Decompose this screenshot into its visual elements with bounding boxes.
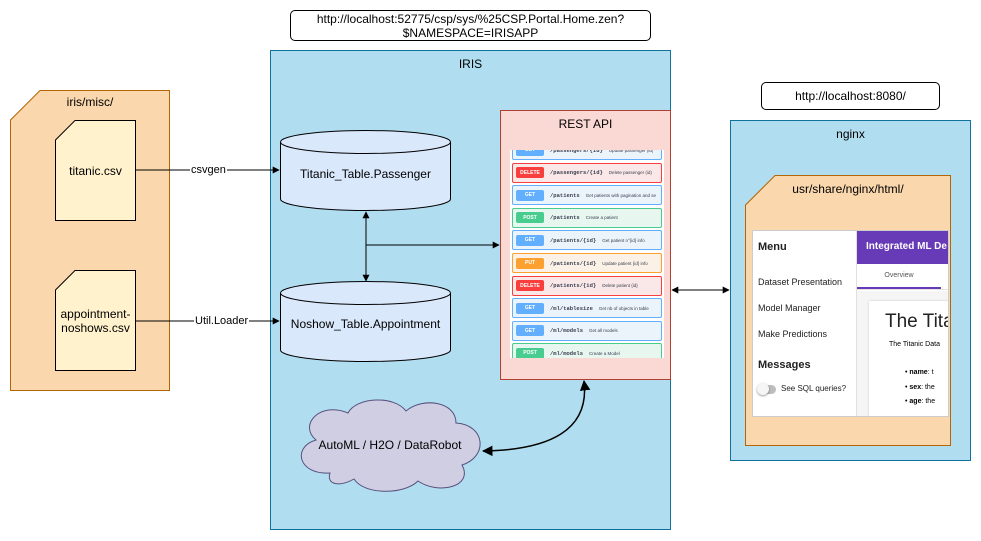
appointment-table-label: Noshow_Table.Appointment <box>290 317 441 331</box>
webapp-heading: The Tita <box>885 311 949 332</box>
api-method-badge: GET <box>516 234 544 246</box>
api-endpoint-path: /patients <box>550 191 580 199</box>
api-endpoint-desc: Get nb of objects in table <box>598 305 649 311</box>
api-endpoint-desc: Create a patient <box>585 215 618 221</box>
api-method-badge: GET <box>516 302 544 314</box>
api-endpoint-row[interactable]: GET/patients/{id} Get patient n°{id} info <box>512 230 662 251</box>
api-endpoint-path: /patients/{id} <box>550 236 597 244</box>
iris-url-box: http://localhost:52775/csp/sys/%25CSP.Po… <box>290 10 651 41</box>
tab-overview-label: Overview <box>884 272 914 279</box>
bullet-sex-key: sex <box>909 384 922 391</box>
rest-api-swagger-preview: GET/passengers/{id} Update passenger (id)… <box>510 150 664 358</box>
noshows-file-label: appointment- noshows.csv <box>60 306 131 335</box>
webapp-menu-predictions[interactable]: Make Predictions <box>758 329 828 339</box>
api-endpoint-row[interactable]: GET/ml/models Get all models <box>512 320 662 341</box>
bullet-age-rest: : the <box>921 398 936 405</box>
automl-cloud-label: AutoML / H2O / DataRobot <box>318 438 462 452</box>
api-endpoint-path: /patients/{id} <box>550 282 597 290</box>
webapp-header: Integrated ML De <box>857 231 948 264</box>
api-endpoint-desc: Update patient {id} info <box>602 260 648 266</box>
passenger-table-label: Titanic_Table.Passenger <box>300 167 431 181</box>
api-endpoint-row[interactable]: GET/ml/tablesize Get nb of objects in tab… <box>512 298 662 319</box>
api-endpoint-path: /patients/{id} <box>550 259 597 267</box>
webapp-header-title: Integrated ML De <box>866 241 947 252</box>
csvgen-label: csvgen <box>190 164 227 176</box>
rest-api-title: REST API <box>558 117 613 131</box>
api-method-badge: POST <box>516 347 544 358</box>
passenger-table-db <box>280 130 451 211</box>
api-endpoint-path: /passengers/{id} <box>550 169 603 177</box>
webapp-messages-title: Messages <box>758 359 811 371</box>
titanic-file-shape <box>55 120 136 221</box>
api-endpoint-row[interactable]: POST/ml/models Create a Model <box>512 343 662 358</box>
webapp-tabbar: Overview <box>857 264 948 290</box>
nginx-url-box: http://localhost:8080/ <box>761 82 940 110</box>
api-endpoint-desc: Get patient n°{id} info <box>602 237 645 243</box>
api-endpoint-row[interactable]: GET/passengers/{id} Update passenger (id) <box>512 150 662 160</box>
api-method-badge: DELETE <box>516 167 544 179</box>
api-endpoint-desc: Update passenger (id) <box>608 150 654 153</box>
api-endpoint-row[interactable]: PUT/patients/{id} Update patient {id} inf… <box>512 253 662 273</box>
api-method-badge: GET <box>516 325 544 337</box>
util-loader-label: Util.Loader <box>194 315 250 327</box>
api-endpoint-desc: Get patients with pagination and se <box>585 192 657 198</box>
api-endpoint-desc: Delete patient {id} <box>602 283 638 289</box>
api-endpoint-path: /passengers/{id} <box>550 150 603 154</box>
webapp-card: The Tita The Titanic Data <box>869 301 949 416</box>
tab-overview[interactable]: Overview <box>857 264 941 289</box>
noshows-file-shape <box>55 270 136 371</box>
webapp-bullet-name: • name: t <box>905 369 934 376</box>
bullet-name-rest: : t <box>927 369 934 376</box>
api-method-badge: PUT <box>516 257 544 269</box>
api-endpoint-path: /patients <box>550 214 580 222</box>
nginx-folder-title: usr/share/nginx/html/ <box>792 182 904 196</box>
api-endpoint-row[interactable]: DELETE/patients/{id} Delete patient {id} <box>512 275 662 296</box>
api-endpoint-row[interactable]: POST/patients Create a patient <box>512 207 662 228</box>
api-endpoint-row[interactable]: DELETE/passengers/{id} Delete passenger (… <box>512 162 662 183</box>
api-method-badge: POST <box>516 212 544 224</box>
webapp-menu-dataset[interactable]: Dataset Presentation <box>758 277 843 287</box>
webapp-menu-title: Menu <box>758 241 787 253</box>
webapp-subtext: The Titanic Data <box>889 341 940 348</box>
api-method-badge: GET <box>516 150 544 156</box>
api-endpoint-desc: Create a Model <box>589 350 620 356</box>
titanic-file-label: titanic.csv <box>69 163 122 178</box>
api-endpoint-path: /ml/tablesize <box>550 304 593 312</box>
webapp-bullet-sex: • sex: the <box>905 384 935 391</box>
misc-folder-title: iris/misc/ <box>66 95 114 109</box>
api-method-badge: GET <box>516 189 544 201</box>
api-endpoint-path: /ml/models <box>550 327 584 335</box>
webapp-menu-model-manager[interactable]: Model Manager <box>758 303 821 313</box>
webapp-sidebar: Menu Dataset Presentation Model Manager … <box>753 231 857 416</box>
sql-toggle-knob <box>757 383 769 395</box>
iris-title: IRIS <box>458 57 483 71</box>
api-endpoint-path: /ml/models <box>550 349 584 357</box>
sql-toggle[interactable] <box>757 383 776 395</box>
api-method-badge: DELETE <box>516 280 544 292</box>
sql-toggle-label: See SQL queries? <box>781 384 847 393</box>
webapp-bullet-age: • age: the <box>905 398 936 405</box>
bullet-age-key: age <box>909 398 922 405</box>
bullet-name-key: name <box>909 369 928 376</box>
api-endpoint-row[interactable]: GET/patients Get patients with pagination… <box>512 185 662 206</box>
api-endpoint-desc: Delete passenger (id) <box>608 170 652 176</box>
automl-cloud <box>300 399 481 492</box>
api-cloud-edge <box>481 379 591 457</box>
nginx-title: nginx <box>836 127 865 141</box>
webapp-content: The Tita The Titanic Data <box>857 291 949 416</box>
bullet-sex-rest: : the <box>921 384 935 391</box>
api-endpoint-desc: Get all models <box>589 328 618 334</box>
webapp-preview: Menu Dataset Presentation Model Manager … <box>752 230 949 417</box>
